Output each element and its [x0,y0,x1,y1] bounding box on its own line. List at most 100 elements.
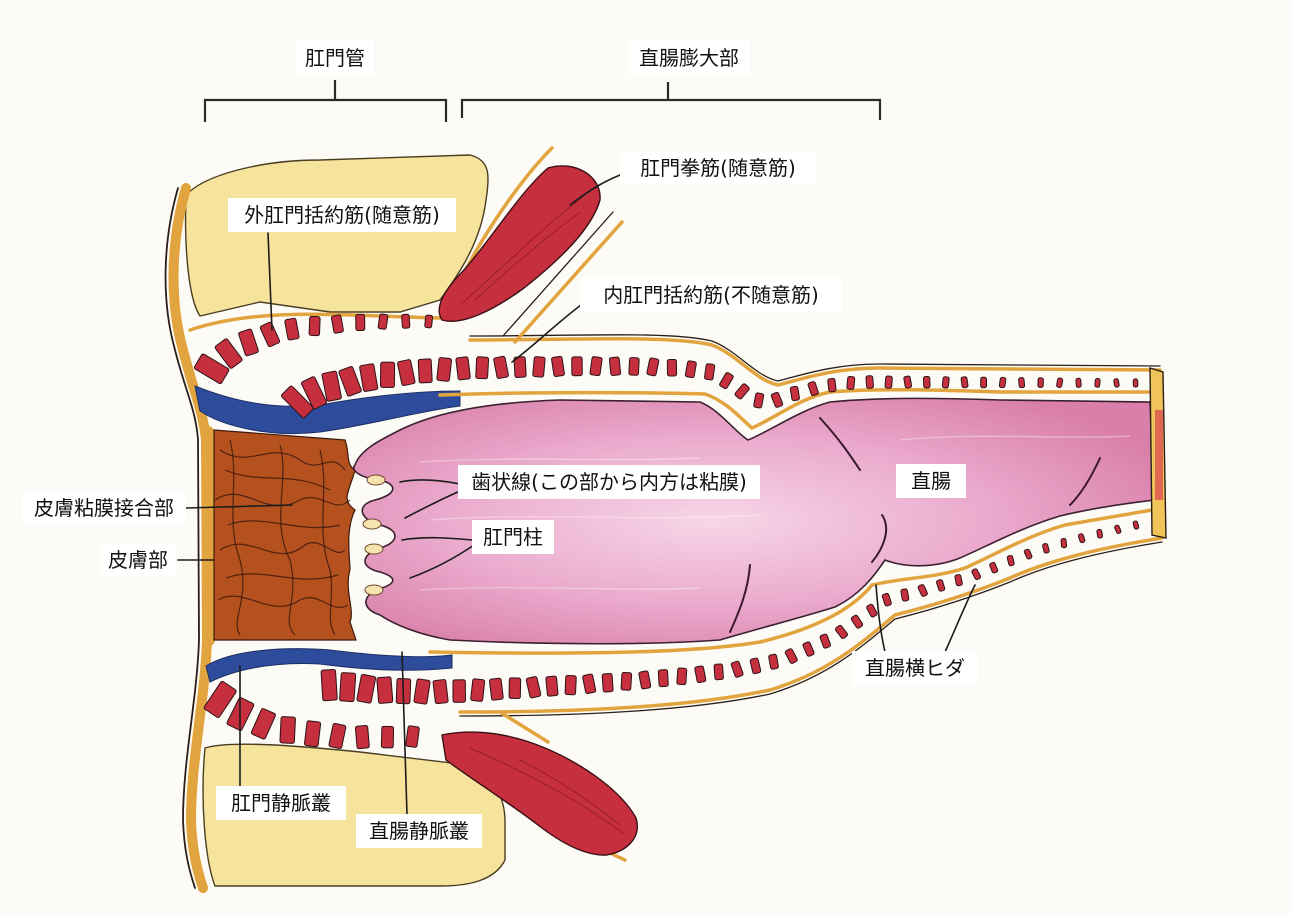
internal-sphincter-segment [1007,555,1015,566]
external-sphincter-segment [402,314,410,328]
internal-sphincter-segment [835,625,849,640]
internal-sphincter-segment [714,664,724,680]
internal-sphincter-segment [414,679,431,705]
internal-sphincter-segment [433,679,448,704]
external-sphincter-segment [331,315,344,334]
external-sphincter-segment [381,726,393,748]
internal-sphincter-segment [418,359,432,383]
label-rectal-venous-plexus: 直腸静脈叢 [356,814,482,848]
internal-sphincter-segment [565,675,576,694]
internal-sphincter-segment [808,381,819,396]
internal-sphincter-segment [882,593,892,607]
internal-sphincter-segment [936,579,945,592]
internal-sphincter-segment [647,358,660,377]
internal-sphincter-segment [551,356,564,377]
external-sphincter-segment [406,726,420,748]
label-dentate-line: 歯状線(この部から内方は粘膜) [458,465,760,499]
internal-sphincter-segment [1133,379,1138,387]
internal-sphincter-segment [768,654,778,670]
label-rectal-folds: 直腸横ヒダ [852,651,978,685]
internal-sphincter-segment [1024,549,1033,560]
internal-sphincter-segment [456,357,471,381]
label-anal-venous-plexus: 肛門静脈叢 [216,786,346,820]
external-sphincter-segment [356,314,365,330]
internal-sphincter-segment [904,376,912,389]
internal-sphincter-segment [380,362,394,387]
internal-sphincter-segment [321,669,337,700]
label-mucocutaneous-junction: 皮膚粘膜接合部 [22,491,186,525]
internal-sphincter-segment [685,361,697,378]
internal-sphincter-segment [901,589,910,602]
external-sphincter-segment [251,708,276,740]
anal-canal-bracket [205,80,446,122]
internal-sphincter-segment [719,372,734,389]
label-rectum: 直腸 [896,464,966,498]
internal-sphincter-segment [790,386,800,401]
internal-sphincter-segment [885,376,892,389]
internal-sphincter-segment [590,356,603,376]
internal-sphincter-segment [1133,521,1139,530]
internal-sphincter-segment [785,648,798,664]
internal-sphincter-segment [397,359,415,386]
internal-sphincter-segment [1038,378,1044,388]
internal-sphincter-segment [694,666,706,683]
rectal-ampulla-bracket [462,82,880,120]
internal-sphincter-segment [609,357,621,376]
internal-sphincter-segment [750,658,761,674]
internal-sphincter-segment [961,377,968,389]
internal-sphincter-segment [802,641,814,657]
internal-sphincter-segment [1114,378,1120,387]
internal-sphincter-segment [955,574,963,586]
internal-sphincter-segment [582,674,596,694]
internal-sphincter-segment [572,357,583,376]
internal-sphincter-segment [1114,525,1122,535]
external-sphincter-segment [378,314,388,330]
internal-sphincter-segment [621,672,632,690]
internal-sphincter-segment [917,584,928,597]
internal-sphincter-segment [639,671,651,690]
anal-column-tip [365,544,383,554]
internal-sphincter-segment [677,668,687,685]
internal-sphincter-segment [771,392,784,408]
internal-sphincter-segment [734,383,750,400]
internal-sphincter-segment [820,634,832,649]
external-sphincter-segment [238,329,259,357]
internal-sphincter-segment [999,377,1006,388]
internal-sphincter-segment [1042,543,1049,553]
skin-part-region [214,430,356,640]
label-anal-canal: 肛門管 [296,41,374,75]
label-internal-sphincter: 内肛門括約筋(不随意筋) [580,278,842,312]
internal-sphincter-segment [437,357,452,381]
internal-sphincter-segment [658,670,668,687]
internal-sphincter-segment [981,377,987,388]
label-skin-part: 皮膚部 [100,543,176,577]
external-sphincter-segment [304,721,321,747]
label-levator-ani: 肛門拳筋(随意筋) [620,151,816,185]
anal-column-tip [363,519,381,529]
internal-sphincter-segment [866,376,874,389]
anal-column-tips [363,475,385,595]
internal-sphincter-segment [667,359,676,376]
label-external-sphincter: 外肛門括約筋(随意筋) [228,198,456,232]
internal-sphincter-segment [866,604,878,618]
internal-sphincter-segment [338,366,361,397]
internal-sphincter-segment [1078,533,1085,543]
internal-sphincter-segment [1076,378,1081,387]
internal-sphincter-segment [971,568,981,580]
internal-sphincter-segment [489,678,503,700]
internal-sphincter-segment [629,357,639,375]
internal-sphincter-segment [753,393,764,409]
external-sphincter-segment [355,725,369,748]
internal-sphincter-segment [533,356,546,377]
internal-sphincter-segment [357,674,376,703]
anal-canal-bracket-line [205,80,446,122]
external-sphincter-segment [329,723,347,749]
internal-sphincter-segment [1095,378,1100,387]
internal-sphincter-segment [942,377,949,389]
internal-sphincter-segment [471,679,485,702]
internal-sphincter-segment [339,672,355,701]
label-anal-columns: 肛門柱 [472,520,554,554]
internal-sphincter-segment [493,356,508,379]
internal-sphincter-segment [828,378,837,392]
